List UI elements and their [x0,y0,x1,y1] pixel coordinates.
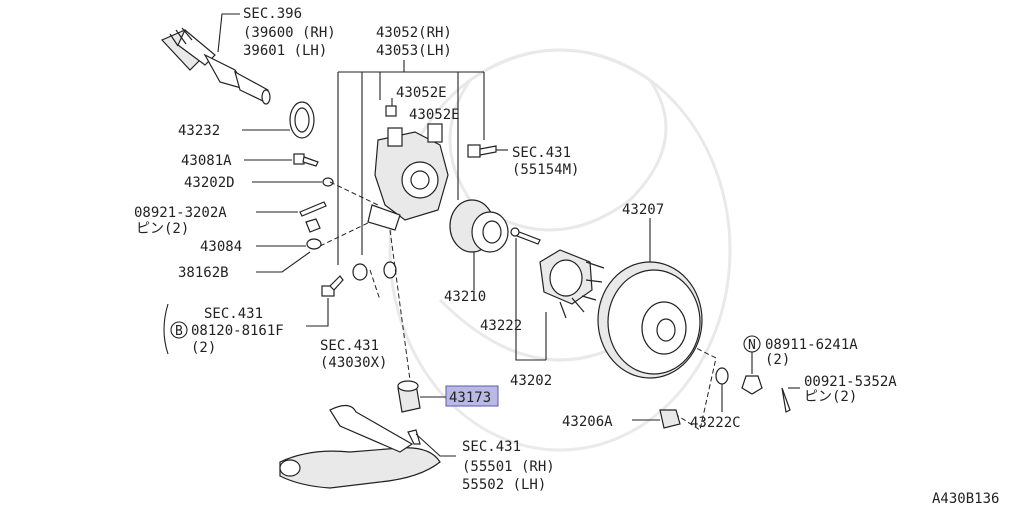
bushing-lower-a[interactable] [352,263,368,281]
label-55154m[interactable]: (55154M) [512,162,579,178]
label-43222[interactable]: 43222 [480,318,522,334]
knuckle-43052[interactable] [367,123,449,231]
label-08911[interactable]: 08911-6241A [765,337,858,353]
label-bolt-b: B [175,324,183,339]
bolt-55154m[interactable] [467,144,497,158]
label-qty2-n[interactable]: (2) [765,352,790,368]
seal-43232[interactable] [289,101,315,139]
dash-a [329,181,379,206]
label-55502[interactable]: 55502 (LH) [462,477,546,493]
stud-43222[interactable] [510,227,541,245]
label-43210[interactable]: 43210 [444,289,486,305]
label-43052e-a[interactable]: 43052E [396,85,447,101]
bushing-lower-b[interactable] [383,261,397,279]
label-08921[interactable]: 08921-3202A [134,205,227,221]
bolt-43052e-a[interactable] [385,105,397,117]
label-43232[interactable]: 43232 [178,123,220,139]
cap-43206a[interactable] [659,409,681,429]
label-nut-n: N [748,338,756,353]
label-sec431-c[interactable]: SEC.431 [320,338,379,354]
label-43222c[interactable]: 43222C [690,415,741,431]
dash-c [389,229,411,381]
label-43202[interactable]: 43202 [510,373,552,389]
label-00921[interactable]: 00921-5352A [804,374,897,390]
pin-00921[interactable] [781,387,791,413]
bump-stopper-43173[interactable] [397,380,421,413]
diagram-id: A430B136 [932,491,999,507]
label-43206a[interactable]: 43206A [562,414,613,430]
leader-08120 [306,298,329,327]
dash-b [319,221,371,247]
leader-43222-43202 [515,238,547,361]
leader-sec431-d [415,433,456,457]
lower-arm-55501[interactable] [279,404,441,489]
label-sec431-b[interactable]: SEC.431 [204,306,263,322]
label-43053[interactable]: 43053(LH) [376,43,452,59]
label-39601[interactable]: 39601 (LH) [243,43,327,59]
label-08120[interactable]: 08120-8161F [191,323,284,339]
leader-38162b [256,251,311,273]
label-43052e-b[interactable]: 43052E [409,107,460,123]
bracket-43052 [337,71,485,265]
washer-43222c[interactable] [715,367,729,385]
label-pin-1[interactable]: ピン(2) [136,221,189,237]
nut-43084-top[interactable] [305,218,321,233]
circle-b [170,321,188,339]
label-43030x[interactable]: (43030X) [320,355,387,371]
label-sec396[interactable]: SEC.396 [243,6,302,22]
bolt-08120[interactable] [321,275,344,297]
label-43207[interactable]: 43207 [622,202,664,218]
dash-e [671,344,717,431]
label-pin-2[interactable]: ピン(2) [804,389,857,405]
washer-43084[interactable] [306,238,322,250]
label-38162b[interactable]: 38162B [178,265,229,281]
highlight-43173 [445,385,499,407]
label-sec431-d[interactable]: SEC.431 [462,439,521,455]
brake-rotor-43207[interactable] [597,261,703,379]
label-43202d[interactable]: 43202D [184,175,235,191]
dash-d [369,269,381,301]
hub-bearing-43210[interactable] [449,199,509,253]
leader-sec396 [217,13,240,53]
drive-shaft[interactable] [160,27,271,105]
label-sec431-a[interactable]: SEC.431 [512,145,571,161]
label-43081a[interactable]: 43081A [181,153,232,169]
pin-08921[interactable] [299,201,327,217]
paren-b [163,303,169,355]
label-43052[interactable]: 43052(RH) [376,25,452,41]
label-55501[interactable]: (55501 (RH) [462,459,555,475]
label-qty2-b[interactable]: (2) [191,340,216,356]
label-39600[interactable]: (39600 (RH) [243,25,336,41]
washer-43202d[interactable] [322,177,334,187]
bolt-43081a[interactable] [293,153,319,167]
hub-43202[interactable] [539,249,605,319]
label-43173[interactable]: 43173 [449,390,491,406]
label-43084[interactable]: 43084 [200,239,242,255]
nut-08911[interactable] [741,375,763,395]
